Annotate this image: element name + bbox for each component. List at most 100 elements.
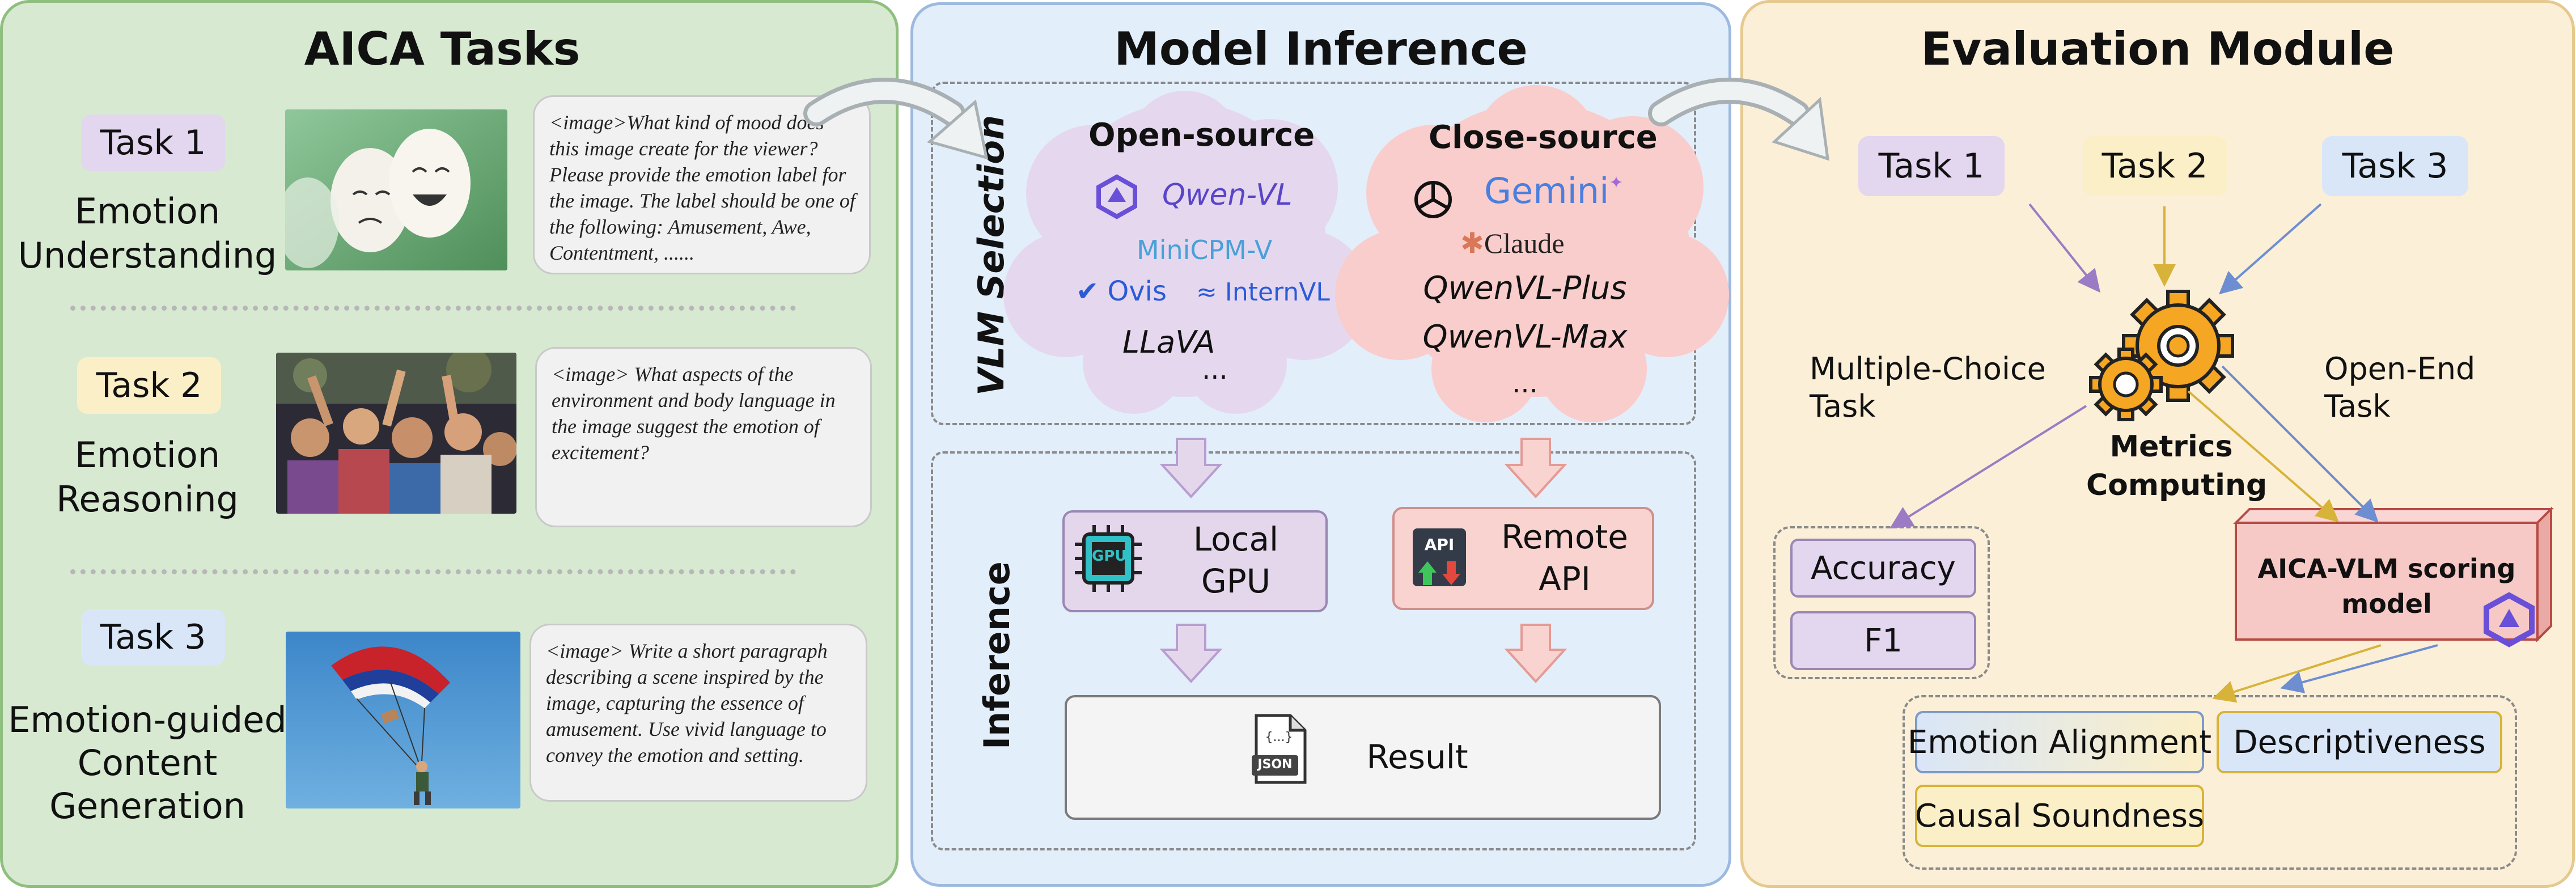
- open-end-line2: Task: [2324, 388, 2391, 424]
- scoring-model-line1: AICA-VLM scoring: [2257, 553, 2516, 584]
- gpu-chip-icon: GPU: [1071, 522, 1145, 595]
- scoring-model-line2: model: [2341, 589, 2432, 619]
- internvl-wave-icon: ≈: [1196, 278, 1217, 307]
- model-qwen-vl: Qwen-VL: [1162, 178, 1293, 212]
- separator-1: [70, 306, 796, 311]
- task2-name-line1: Emotion: [74, 434, 221, 476]
- metrics-line1: Metrics: [2109, 430, 2233, 464]
- task1-image-eggs: [285, 109, 507, 270]
- json-label: JSON: [1257, 757, 1293, 772]
- scoring-logo-icon: [2482, 592, 2536, 647]
- curved-arrow-mid-to-right: [1648, 78, 1830, 161]
- aica-tasks-title: AICA Tasks: [304, 23, 581, 75]
- task1-name-line1: Emotion: [74, 190, 221, 232]
- evaluation-module-title: Evaluation Module: [1921, 23, 2395, 75]
- inference-box: [931, 451, 1696, 850]
- api-icon: API: [1410, 526, 1468, 590]
- model-qwenvl-plus: QwenVL-Plus: [1423, 270, 1627, 307]
- task3-name-line3: Generation: [49, 785, 245, 827]
- mc-metrics-group: [1773, 526, 1990, 679]
- task2-chip: Task 2: [77, 357, 221, 414]
- remote-api-line1: Remote: [1501, 518, 1628, 556]
- claude-asterisk-icon: ✱: [1460, 227, 1484, 259]
- open-end-line1: Open-End: [2324, 351, 2476, 387]
- metrics-computing-label: Metrics Computing: [2086, 427, 2268, 505]
- model-llava: LLaVA: [1122, 324, 1215, 360]
- crowd-illustration: [276, 353, 516, 514]
- local-gpu-line1: Local: [1193, 520, 1279, 558]
- task1-name: Emotion Understanding: [11, 189, 283, 278]
- model-internvl-label: InternVL: [1225, 278, 1330, 307]
- eval-task3-chip: Task 3: [2322, 136, 2468, 196]
- multiple-choice-line1: Multiple-Choice: [1810, 351, 2046, 387]
- metrics-line2: Computing: [2086, 468, 2268, 502]
- openai-logo-icon: [1409, 176, 1457, 223]
- model-claude: ✱Claude: [1460, 227, 1565, 260]
- separator-2: [70, 569, 796, 574]
- task3-image-parachute: [286, 632, 520, 808]
- arrow-metrics-to-scoring-yellow: [2187, 390, 2340, 523]
- model-ovis-label: Ovis: [1107, 276, 1167, 307]
- result-label: Result: [1366, 738, 1468, 776]
- model-claude-label: Claude: [1484, 227, 1565, 259]
- task3-name: Emotion-guided Content Generation: [6, 698, 289, 828]
- eggs-illustration: [285, 109, 507, 270]
- model-gemini: Gemini✦: [1484, 170, 1623, 211]
- task2-name: Emotion Reasoning: [11, 433, 283, 522]
- model-ovis: ✔ Ovis: [1076, 276, 1167, 307]
- task2-name-line2: Reasoning: [56, 479, 239, 520]
- down-arrow-local-to-result: [1159, 624, 1223, 683]
- model-gemini-label: Gemini: [1484, 170, 1609, 211]
- multiple-choice-label: Multiple-Choice Task: [1810, 350, 2046, 425]
- gpu-chip-text: GPU: [1092, 548, 1127, 565]
- open-source-cloud: [1003, 91, 1369, 414]
- open-end-label: Open-End Task: [2324, 350, 2475, 425]
- close-source-more: ...: [1512, 367, 1538, 399]
- remote-api-label: Remote API: [1491, 516, 1638, 600]
- task1-name-line2: Understanding: [18, 235, 277, 276]
- json-braces: {...}: [1265, 730, 1293, 744]
- arrow-task1-to-metrics: [2028, 203, 2100, 293]
- arrow-metrics-to-mc: [1889, 405, 2087, 529]
- json-file-icon: {...} JSON: [1251, 713, 1310, 785]
- eval-task2-chip: Task 2: [2083, 136, 2227, 196]
- f1-metric: F1: [1790, 611, 1976, 670]
- model-qwenvl-max: QwenVL-Max: [1422, 319, 1628, 355]
- descriptiveness-metric: Descriptiveness: [2217, 711, 2502, 773]
- arrow-scoring-to-oe-yellow: [2212, 644, 2382, 703]
- causal-soundness-metric: Causal Soundness: [1915, 785, 2204, 847]
- close-source-heading: Close-source: [1429, 119, 1658, 156]
- ovis-check-icon: ✔: [1076, 276, 1099, 307]
- open-source-heading: Open-source: [1088, 117, 1315, 154]
- task2-prompt-bubble: <image> What aspects of the environment …: [535, 347, 872, 527]
- multiple-choice-line2: Task: [1810, 388, 1876, 424]
- task3-name-line1: Emotion-guided: [8, 699, 287, 740]
- model-minicpm-v: MiniCPM-V: [1137, 235, 1273, 265]
- oe-metrics-group: [1903, 695, 2517, 870]
- task3-prompt-bubble: <image> Write a short paragraph describi…: [529, 624, 867, 802]
- task3-name-line2: Content: [77, 742, 218, 784]
- eval-task1-chip: Task 1: [1858, 136, 2005, 196]
- api-icon-text: API: [1424, 535, 1455, 554]
- model-internvl: ≈ InternVL: [1196, 278, 1330, 307]
- curved-arrow-left-to-mid: [803, 78, 989, 160]
- down-arrow-close-to-remote: [1504, 438, 1567, 498]
- accuracy-metric: Accuracy: [1790, 539, 1976, 598]
- task3-chip: Task 3: [81, 609, 225, 666]
- result-box: [1065, 695, 1661, 820]
- gemini-sparkle-icon: ✦: [1609, 173, 1624, 193]
- parachute-illustration: [286, 632, 520, 808]
- open-source-more: ...: [1202, 354, 1228, 386]
- emotion-alignment-metric: Emotion Alignment: [1908, 711, 2211, 773]
- remote-api-line2: API: [1539, 560, 1591, 598]
- down-arrow-remote-to-result: [1504, 624, 1567, 683]
- qwen-vl-logo-icon: [1095, 174, 1138, 219]
- gears-icon: [2089, 285, 2239, 426]
- local-gpu-label: Local GPU: [1162, 518, 1310, 602]
- down-arrow-open-to-local: [1159, 438, 1223, 498]
- arrow-scoring-to-oe-blue: [2280, 644, 2438, 693]
- scoring-model-label: AICA-VLM scoring model: [2245, 551, 2528, 621]
- arrow-task3-to-metrics: [2219, 203, 2322, 295]
